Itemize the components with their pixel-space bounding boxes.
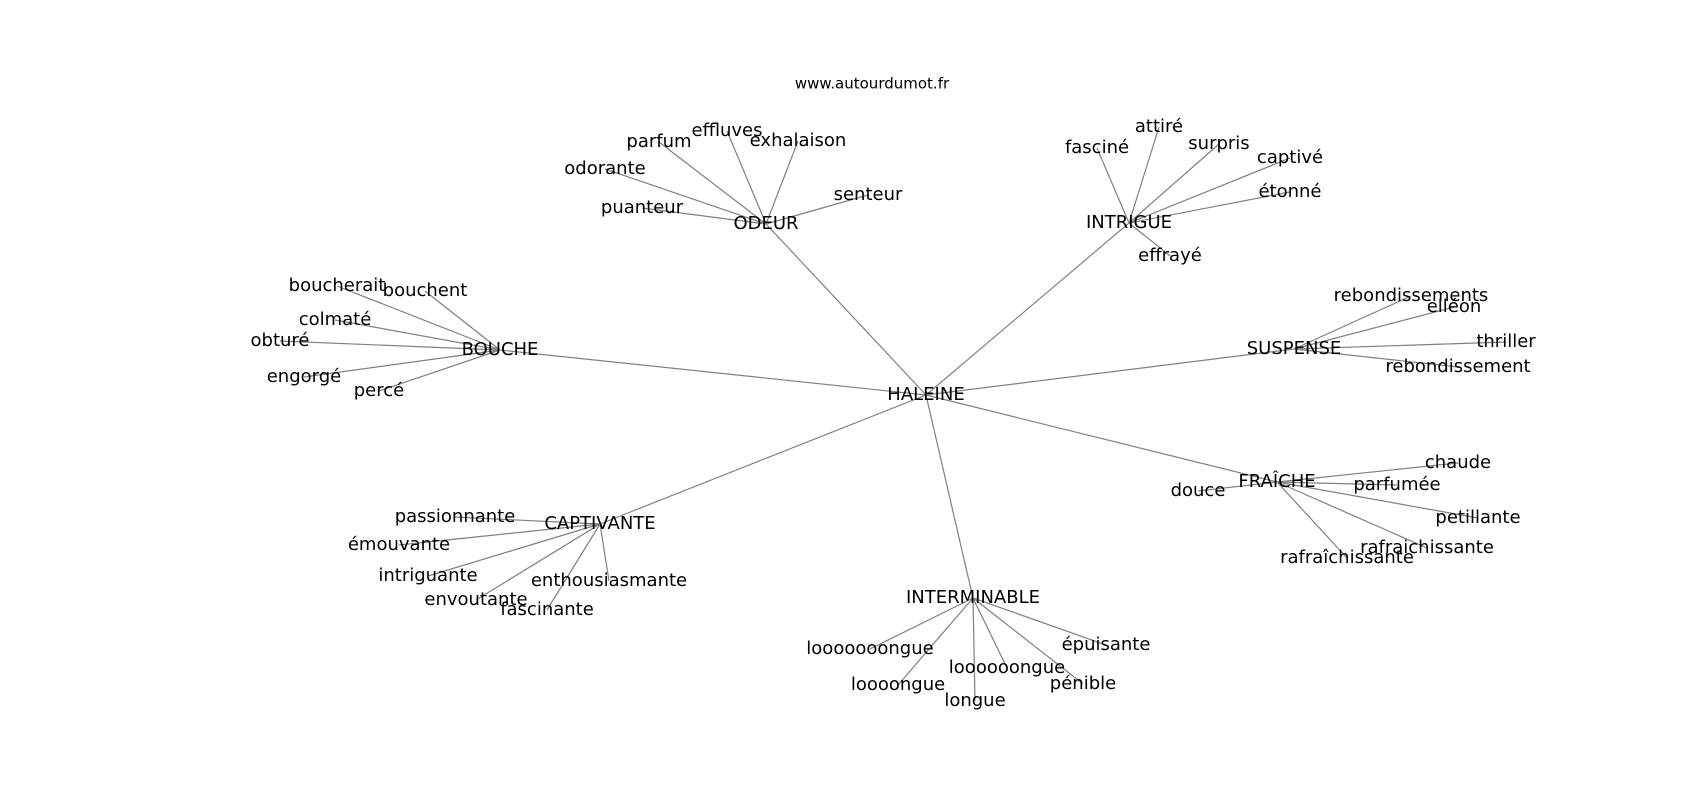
edge-hub-leaf [1276, 481, 1428, 549]
hub-node[interactable]: INTERMINABLE [906, 587, 1040, 608]
leaf-node[interactable]: pénible [1050, 673, 1116, 694]
edge-hub-leaf [897, 597, 974, 686]
leaf-node[interactable]: puanteur [601, 197, 684, 218]
leaf-node[interactable]: parfumée [1353, 474, 1440, 495]
leaf-node[interactable]: longue [944, 690, 1005, 711]
graph-edges [279, 126, 1507, 702]
edge-hub-leaf [424, 290, 501, 351]
leaf-node[interactable]: engorgé [267, 366, 342, 387]
edge-hub-leaf [1276, 481, 1479, 519]
edge-center-hub [925, 394, 974, 599]
edge-hub-leaf [765, 140, 799, 225]
edge-hub-leaf [641, 207, 767, 225]
edge-hub-leaf [972, 597, 1008, 669]
hub-node[interactable]: ODEUR [733, 213, 798, 234]
edge-hub-leaf [398, 523, 601, 546]
leaf-node[interactable]: looooooongue [806, 638, 933, 659]
leaf-node[interactable]: odorante [564, 158, 645, 179]
leaf-node[interactable]: boucherait [289, 275, 386, 296]
leaf-node[interactable]: surpris [1188, 133, 1249, 154]
hub-node[interactable]: INTRIGUE [1086, 212, 1172, 233]
leaf-node[interactable]: parfum [626, 131, 691, 152]
leaf-node[interactable]: passionnante [395, 506, 516, 527]
edge-hub-leaf [378, 349, 501, 392]
leaf-node[interactable]: petillante [1435, 507, 1520, 528]
hub-node[interactable]: SUSPENSE [1247, 338, 1342, 359]
leaf-node[interactable]: obturé [251, 330, 310, 351]
leaf-node[interactable]: enthousiasmante [531, 570, 687, 591]
edge-hub-leaf [454, 516, 601, 525]
hub-node[interactable]: CAPTIVANTE [544, 513, 655, 534]
edge-hub-leaf [1128, 157, 1291, 224]
leaf-node[interactable]: fasciné [1065, 137, 1129, 158]
edge-hub-leaf [336, 285, 501, 351]
edge-hub-leaf [1293, 295, 1412, 350]
edge-hub-leaf [726, 130, 767, 225]
edge-hub-leaf [1276, 462, 1459, 483]
leaf-node[interactable]: exhalaison [750, 130, 847, 151]
leaf-node[interactable]: colmaté [299, 309, 372, 330]
edge-hub-leaf [1293, 341, 1507, 350]
leaf-node[interactable]: rebondissements [1334, 285, 1489, 306]
edge-hub-leaf [475, 523, 601, 601]
edge-hub-leaf [1128, 143, 1220, 224]
leaf-node[interactable]: rebondissement [1385, 356, 1530, 377]
edge-hub-leaf [1293, 348, 1459, 368]
leaf-node[interactable]: chaude [1425, 452, 1491, 473]
edge-center-hub [765, 223, 927, 396]
leaf-node[interactable]: bouchent [383, 280, 468, 301]
edge-center-hub [499, 349, 927, 396]
leaf-node[interactable]: attiré [1135, 116, 1183, 137]
leaf-node[interactable]: senteur [834, 184, 903, 205]
edge-hub-leaf [1197, 481, 1278, 492]
leaf-node[interactable]: effrayé [1138, 245, 1202, 266]
edge-hub-leaf [427, 523, 601, 577]
edge-hub-leaf [1128, 222, 1171, 257]
leaf-node[interactable]: rafraichissante [1360, 537, 1494, 558]
edge-hub-leaf [765, 194, 869, 225]
edge-hub-leaf [869, 597, 974, 650]
site-url: www.autourdumot.fr [795, 75, 950, 93]
edge-hub-leaf [972, 597, 1084, 685]
edge-center-hub [925, 394, 1278, 483]
graph-labels: HALEINE ODEUR puanteur odorante parfumeffluv… [251, 116, 1537, 711]
leaf-node[interactable]: percé [354, 380, 404, 401]
edge-hub-leaf [1276, 481, 1398, 486]
leaf-node[interactable]: loooongue [851, 674, 945, 695]
edge-hub-leaf [279, 340, 501, 351]
edge-center-hub [925, 348, 1295, 396]
center-node[interactable]: HALEINE [887, 384, 964, 405]
edge-hub-leaf [303, 349, 501, 378]
edge-center-hub [925, 222, 1130, 396]
edge-hub-leaf [1276, 481, 1348, 559]
leaf-node[interactable]: douce [1171, 480, 1226, 501]
edge-hub-leaf [972, 597, 1107, 646]
edge-hub-leaf [658, 141, 767, 225]
edge-hub-leaf [972, 597, 976, 702]
edge-hub-leaf [604, 168, 767, 225]
hub-node[interactable]: FRAÎCHE [1238, 470, 1315, 492]
edge-hub-leaf [1128, 126, 1160, 224]
leaf-node[interactable]: émouvante [348, 534, 450, 555]
leaf-node[interactable]: rafraîchissante [1280, 547, 1414, 568]
edge-hub-leaf [546, 523, 601, 611]
leaf-node[interactable]: captivé [1257, 147, 1323, 168]
edge-center-hub [599, 394, 927, 525]
edge-hub-leaf [1096, 147, 1130, 224]
edge-hub-leaf [1128, 191, 1291, 224]
leaf-node[interactable]: thriller [1476, 331, 1536, 352]
leaf-node[interactable]: elléon [1427, 296, 1482, 317]
edge-hub-leaf [1293, 306, 1455, 350]
leaf-node[interactable]: envoutante [424, 589, 527, 610]
leaf-node[interactable]: fascinante [500, 599, 594, 620]
leaf-node[interactable]: intriguante [378, 565, 477, 586]
edge-hub-leaf [599, 523, 610, 582]
leaf-node[interactable]: étonné [1258, 181, 1321, 202]
hub-node[interactable]: BOUCHE [462, 339, 539, 360]
edge-hub-leaf [334, 319, 501, 351]
leaf-node[interactable]: épuisante [1062, 634, 1151, 655]
leaf-node[interactable]: loooooongue [949, 657, 1065, 678]
leaf-node[interactable]: effluves [692, 120, 763, 141]
